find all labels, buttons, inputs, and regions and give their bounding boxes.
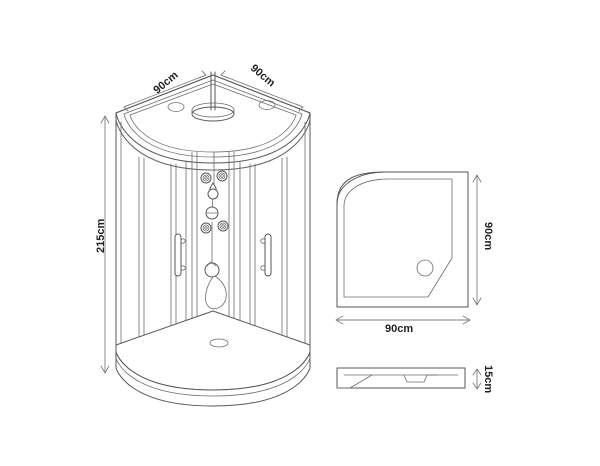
tray-plan-basin bbox=[343, 178, 453, 298]
tray-profile-chamfer bbox=[336, 374, 373, 389]
tray-profile-body bbox=[336, 367, 466, 389]
body-jet-upper-right bbox=[216, 170, 228, 182]
ceiling-fittings bbox=[167, 71, 276, 122]
body-jet-upper-left bbox=[200, 172, 212, 184]
shower-riser-pole bbox=[210, 71, 216, 111]
enclosure-base-tray bbox=[115, 310, 311, 407]
tray-skirt-line bbox=[115, 357, 311, 397]
hand-shower-head bbox=[204, 262, 220, 278]
handle-right-bar bbox=[264, 233, 272, 277]
roof-front-edge bbox=[115, 119, 311, 171]
tray-plan-curve bbox=[336, 171, 387, 205]
tray-profile-view bbox=[336, 367, 482, 390]
dimension-tray-width bbox=[335, 315, 471, 325]
tray-profile-waste-boss bbox=[403, 374, 428, 383]
body-jet-lower-left bbox=[200, 222, 212, 234]
overhead-shower-head bbox=[191, 106, 235, 122]
hand-shower-hose bbox=[205, 275, 227, 310]
hand-shower bbox=[204, 261, 227, 310]
mullion-right-inner bbox=[249, 163, 256, 346]
roof-inner-rim-2 bbox=[129, 83, 297, 153]
door-handle-left bbox=[174, 233, 186, 277]
enclosure-glass-panels bbox=[138, 151, 288, 353]
mullion-left-outer bbox=[138, 156, 145, 353]
dimension-enclosure-height bbox=[100, 115, 110, 374]
handle-left-mount-top bbox=[180, 238, 186, 244]
hand-shower-cradle bbox=[206, 261, 217, 267]
shower-head-top bbox=[191, 102, 235, 118]
tray-plan-view bbox=[335, 171, 482, 325]
dimension-tray-depth bbox=[472, 174, 482, 306]
dimension-enclosure-width-right bbox=[220, 70, 304, 112]
control-knob-mixer bbox=[205, 206, 219, 220]
door-handle-right bbox=[260, 233, 272, 277]
tray-plan-drain bbox=[416, 259, 434, 277]
shower-control-panel bbox=[200, 151, 229, 310]
handle-right-mount-bottom bbox=[260, 265, 266, 271]
handle-left-bar bbox=[174, 233, 182, 277]
body-jet-lower-right bbox=[217, 220, 229, 232]
ceiling-vent-left bbox=[167, 102, 185, 112]
enclosure-roof bbox=[115, 74, 311, 171]
dimension-tray-profile-height bbox=[472, 368, 482, 390]
enclosure-frame-posts bbox=[115, 119, 311, 353]
tray-skirt bbox=[115, 351, 311, 407]
handle-left-mount-bottom bbox=[180, 265, 186, 271]
tray-plan-outline bbox=[336, 171, 469, 308]
dimension-enclosure-width-left bbox=[123, 70, 207, 112]
roof-inner-rim bbox=[123, 79, 303, 158]
enclosure-tray-drain bbox=[209, 338, 229, 348]
isometric-enclosure-view bbox=[100, 70, 311, 407]
handle-right-mount-top bbox=[260, 238, 266, 244]
mullion-right-outer bbox=[281, 156, 288, 353]
back-panel-edges bbox=[191, 151, 235, 349]
control-knob-diverter bbox=[207, 182, 219, 200]
ceiling-vent-right bbox=[258, 100, 276, 110]
